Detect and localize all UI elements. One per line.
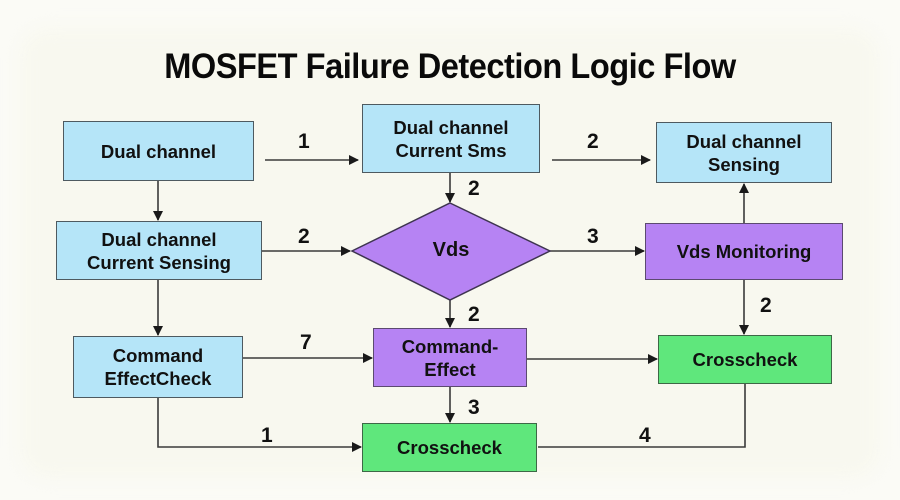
node-vds-monitoring[interactable]: Vds Monitoring xyxy=(645,223,843,280)
node-crosscheck-right-label: Crosscheck xyxy=(692,349,798,370)
node-vds-monitoring-label: Vds Monitoring xyxy=(676,241,812,262)
edge-effectcheck-to-crosscheck-bottom xyxy=(157,398,362,452)
node-dual-channel-sensing-label: Dual channel Sensing xyxy=(686,130,802,175)
node-command-effectcheck[interactable]: Command EffectCheck xyxy=(73,336,243,398)
vds-decision-diamond[interactable] xyxy=(350,202,552,301)
node-command-effectcheck-label: Command EffectCheck xyxy=(104,345,212,389)
edge-label: 2 xyxy=(468,303,480,326)
edge-crosscheck-to-crosscheck-bottom xyxy=(538,384,746,448)
edge-label: 1 xyxy=(298,130,310,153)
node-dual-channel-current-sms[interactable]: Dual channel Current Sms xyxy=(362,104,540,173)
edge-label: 3 xyxy=(587,225,599,248)
edge-label: 3 xyxy=(468,396,480,419)
vds-decision-label: Vds xyxy=(432,239,470,261)
node-dual-channel[interactable]: Dual channel xyxy=(63,121,254,181)
node-dual-channel-sensing[interactable]: Dual channel Sensing xyxy=(656,122,832,183)
node-dual-channel-current-sms-label: Dual channel Current Sms xyxy=(393,116,509,161)
diagram-title: MOSFET Failure Detection Logic Flow xyxy=(164,47,736,86)
edge-label: 1 xyxy=(261,424,273,447)
edge-label: 2 xyxy=(298,225,310,248)
node-command-effect[interactable]: Command- Effect xyxy=(373,328,527,387)
node-dual-channel-current-sensing[interactable]: Dual channel Current Sensing xyxy=(56,221,262,280)
node-command-effect-label: Command- Effect xyxy=(401,335,499,380)
node-dual-channel-current-sensing-label: Dual channel Current Sensing xyxy=(87,228,231,273)
edge-label: 2 xyxy=(587,130,599,153)
edge-label: 4 xyxy=(639,424,651,447)
edge-label: 2 xyxy=(760,294,772,317)
node-dual-channel-label: Dual channel xyxy=(100,140,217,162)
edge-label: 2 xyxy=(468,177,480,200)
edge-label: 7 xyxy=(300,331,312,354)
node-crosscheck-right[interactable]: Crosscheck xyxy=(658,335,832,384)
node-crosscheck-bottom[interactable]: Crosscheck xyxy=(362,423,537,472)
node-crosscheck-bottom-label: Crosscheck xyxy=(397,437,502,458)
